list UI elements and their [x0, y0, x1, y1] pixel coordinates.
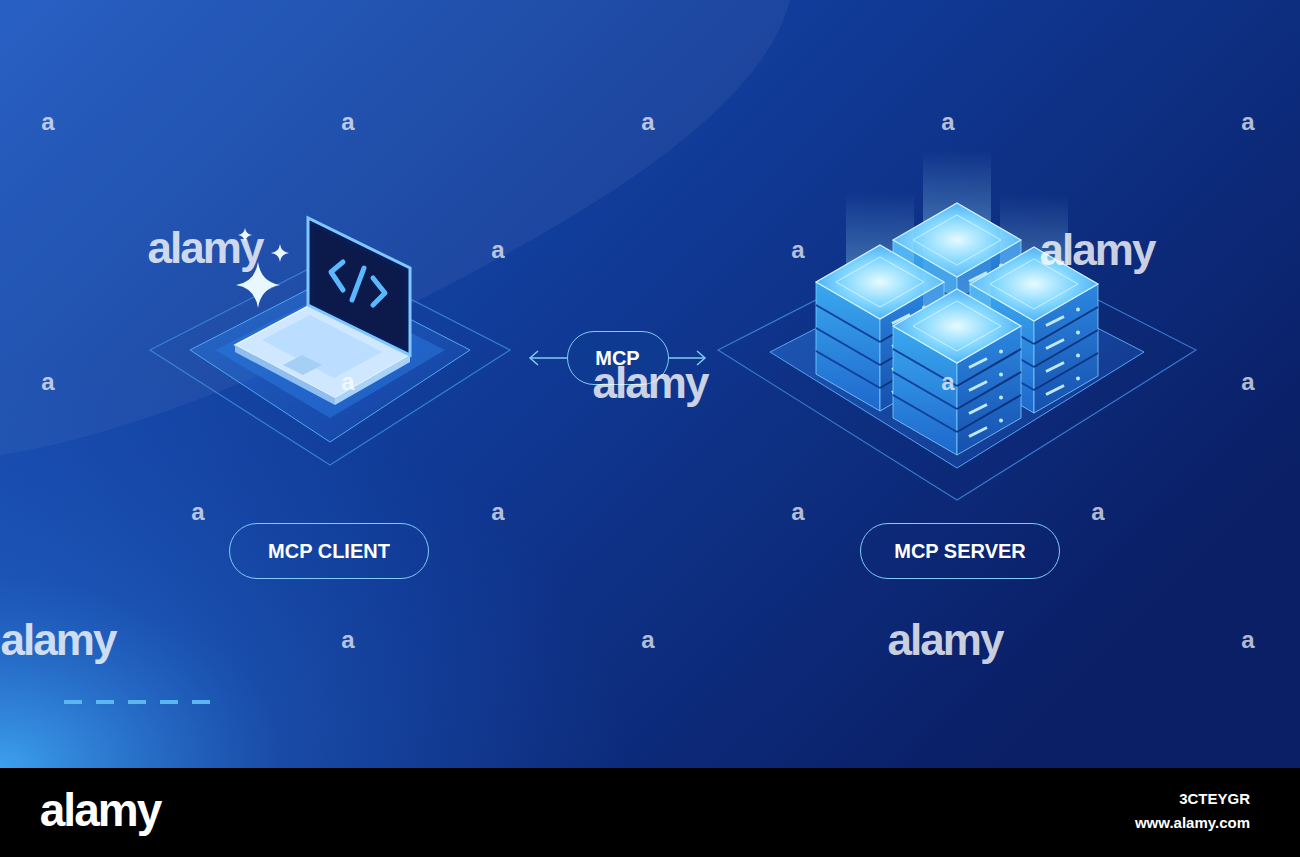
node-label-pill: MCP SERVER [860, 523, 1060, 579]
watermark: a [341, 626, 354, 654]
watermark: alamy [1040, 225, 1155, 275]
watermark: a [941, 368, 954, 396]
watermark: a [341, 368, 354, 396]
watermark: alamy [40, 783, 160, 837]
watermark: a [791, 236, 804, 264]
watermark: a [1241, 368, 1254, 396]
watermark: a [41, 108, 54, 136]
watermark: a [341, 108, 354, 136]
node-label-pill: MCP CLIENT [229, 523, 429, 579]
watermark: a [1241, 108, 1254, 136]
watermark: alamy [1, 615, 116, 665]
watermark: 3CTEYGR [1179, 790, 1250, 807]
watermark: a [491, 236, 504, 264]
watermark: a [641, 108, 654, 136]
watermark: a [191, 498, 204, 526]
watermark: a [41, 368, 54, 396]
watermark: a [791, 498, 804, 526]
watermark: alamy [888, 615, 1003, 665]
watermark: a [1091, 498, 1104, 526]
watermark: a [941, 108, 954, 136]
arrow-head [530, 351, 538, 365]
watermark: a [491, 498, 504, 526]
watermark: alamy [593, 358, 708, 408]
watermark: www.alamy.com [1135, 814, 1250, 831]
watermark: a [641, 626, 654, 654]
watermark: alamy [148, 223, 263, 273]
server-rack-illustration [816, 150, 1098, 455]
watermark: a [1241, 626, 1254, 654]
